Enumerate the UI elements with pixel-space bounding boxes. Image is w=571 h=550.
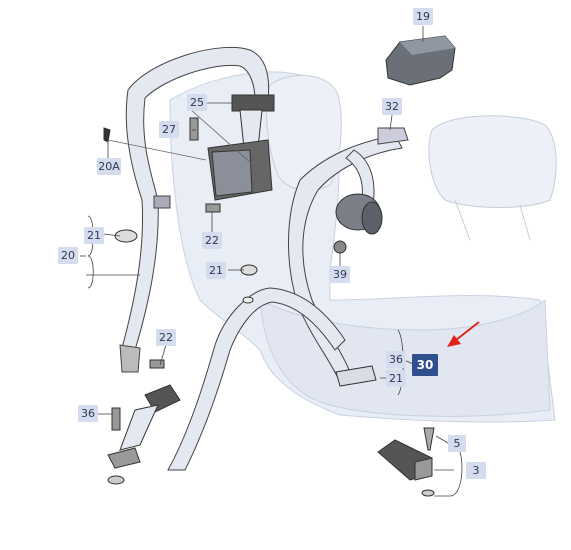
callout-36-left[interactable]: 36: [78, 405, 98, 422]
callout-27[interactable]: 27: [159, 121, 179, 138]
callout-20A[interactable]: 20A: [97, 158, 121, 175]
callout-21-right[interactable]: 21: [386, 370, 406, 387]
latch-plate: [335, 365, 377, 387]
headrest-right: [428, 115, 557, 241]
callout-32[interactable]: 32: [382, 98, 402, 115]
callout-21-left[interactable]: 21: [84, 227, 104, 244]
callout-39[interactable]: 39: [330, 266, 350, 283]
callout-19[interactable]: 19: [413, 8, 433, 25]
callout-36-right[interactable]: 36: [386, 351, 406, 368]
bolts: [103, 117, 258, 431]
callout-25[interactable]: 25: [187, 94, 207, 111]
buckle-part-3: [377, 427, 435, 497]
callout-3[interactable]: 3: [466, 462, 486, 479]
retractor-lower: [333, 193, 383, 254]
leader-lines: [80, 26, 463, 497]
callout-21-middle[interactable]: 21: [206, 262, 226, 279]
left-belt-webbing: [119, 46, 270, 373]
selection-arrow: [447, 321, 480, 347]
callout-22-upper[interactable]: 22: [202, 232, 222, 249]
callout-20[interactable]: 20: [58, 247, 78, 264]
buckle-assembly: [107, 384, 181, 485]
callout-22-lower[interactable]: 22: [156, 329, 176, 346]
middle-belt-webbing: [167, 127, 409, 471]
trim-cover-19: [385, 35, 456, 86]
retractor-upper: [207, 94, 275, 201]
callout-5[interactable]: 5: [448, 435, 466, 452]
callout-30-selected[interactable]: 30: [412, 354, 438, 376]
